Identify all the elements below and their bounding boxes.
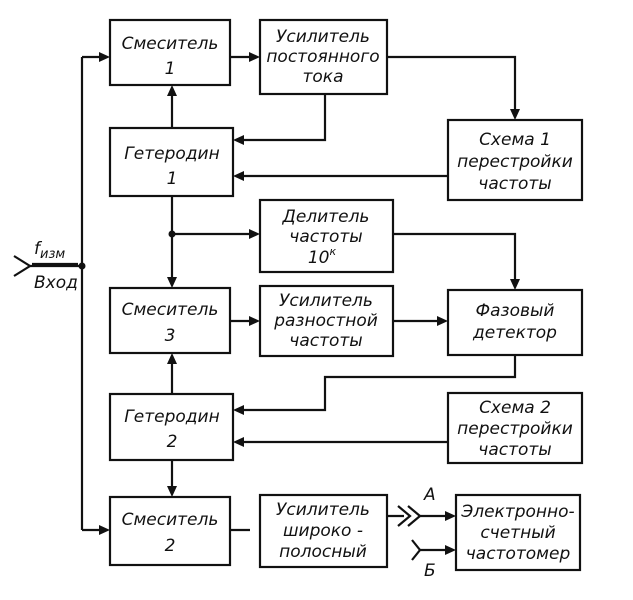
block-difference-amplifier: Усилитель разностной частоты bbox=[258, 284, 395, 358]
input-connector-icon bbox=[13, 255, 33, 277]
input-label: Вход bbox=[34, 273, 78, 293]
block-frequency-divider: Делитель частоты 10к bbox=[258, 198, 395, 274]
tuning1-line-1: Схема 1 bbox=[479, 130, 551, 150]
tuning2-line-3: частоты bbox=[478, 440, 551, 460]
block-tuning-circuit-2: Схема 2 перестройки частоты bbox=[446, 391, 584, 465]
counter-line-2: счетный bbox=[480, 523, 555, 543]
dcamp-line-1: Усилитель bbox=[276, 27, 370, 47]
wire-dcamp-to-tuning1 bbox=[387, 55, 517, 110]
mixer2-line-2: 2 bbox=[165, 536, 176, 556]
terminal-a-connector-icon bbox=[397, 505, 422, 527]
block-dc-amplifier: Усилитель постоянного тока bbox=[258, 18, 389, 96]
tuning2-line-2: перестройки bbox=[457, 419, 573, 439]
input-node-dot bbox=[78, 262, 86, 270]
dcamp-line-3: тока bbox=[303, 67, 344, 87]
arrow-into-heterodyne2-top bbox=[233, 405, 244, 415]
arrowheads bbox=[99, 52, 520, 555]
block-mixer-3: Смеситель 3 bbox=[108, 286, 232, 355]
diffamp-line-2: разностной bbox=[273, 311, 378, 331]
block-heterodyne-1: Гетеродин 1 bbox=[108, 126, 235, 198]
block-wideband-amplifier: Усилитель широко - полосный bbox=[258, 493, 389, 569]
tuning1-line-2: перестройки bbox=[457, 152, 573, 172]
dcamp-line-2: постоянного bbox=[266, 47, 379, 67]
arrow-into-phasedet-top bbox=[510, 279, 520, 290]
arrow-into-mixer1-from-heterodyne1 bbox=[167, 85, 177, 96]
diffamp-line-1: Усилитель bbox=[279, 291, 373, 311]
divider-line-1: Делитель bbox=[282, 207, 370, 227]
arrow-into-counter-a bbox=[445, 511, 456, 521]
arrow-into-tuning1 bbox=[510, 109, 520, 120]
arrow-into-dcamp bbox=[249, 52, 260, 62]
connection-wires bbox=[30, 55, 517, 552]
arrow-into-mixer1 bbox=[99, 52, 110, 62]
tuning2-line-1: Схема 2 bbox=[479, 398, 551, 418]
divider-line-2: частоты bbox=[289, 227, 362, 247]
block-mixer-1: Смеситель 1 bbox=[108, 18, 232, 87]
mixer2-line-1: Смеситель bbox=[122, 510, 219, 530]
heterodyne2-line-1: Гетеродин bbox=[124, 407, 219, 427]
arrow-into-counter-b bbox=[445, 545, 456, 555]
arrow-into-diffamp bbox=[249, 316, 260, 326]
heterodyne1-node-dot bbox=[168, 230, 176, 238]
diffamp-line-3: частоты bbox=[289, 331, 362, 351]
heterodyne2-line-2: 2 bbox=[167, 432, 178, 452]
phasedet-line-2: детектор bbox=[472, 323, 557, 343]
mixer3-line-1: Смеситель bbox=[122, 300, 219, 320]
heterodyne1-line-2: 1 bbox=[167, 169, 178, 189]
counter-line-1: Электронно- bbox=[460, 502, 574, 522]
mixer1-line-1: Смеситель bbox=[122, 34, 219, 54]
block-heterodyne-2: Гетеродин 2 bbox=[108, 392, 235, 462]
mixer3-line-2: 3 bbox=[165, 326, 176, 346]
wire-phasedet-to-heterodyne2 bbox=[244, 355, 517, 412]
arrow-into-phasedet-left bbox=[437, 316, 448, 326]
arrow-into-heterodyne2-bottom bbox=[233, 437, 244, 447]
arrow-into-divider bbox=[249, 229, 260, 239]
block-electronic-counter: Электронно- счетный частотомер bbox=[454, 493, 582, 572]
wbamp-line-3: полосный bbox=[279, 542, 367, 562]
wbamp-line-2: широко - bbox=[283, 521, 363, 541]
wire-divider-to-phasedet bbox=[393, 232, 517, 280]
block-phase-detector: Фазовый детектор bbox=[446, 288, 584, 357]
terminal-a-label: А bbox=[423, 485, 436, 505]
arrow-into-mixer3-from-heterodyne1 bbox=[167, 277, 177, 288]
wbamp-line-1: Усилитель bbox=[276, 500, 370, 520]
block-mixer-2: Смеситель 2 bbox=[108, 495, 232, 567]
wire-dcamp-to-heterodyne1 bbox=[244, 94, 327, 142]
phasedet-line-1: Фазовый bbox=[476, 301, 555, 321]
arrow-into-heterodyne1-bottom bbox=[233, 171, 244, 181]
heterodyne1-line-1: Гетеродин bbox=[124, 144, 219, 164]
tuning1-line-3: частоты bbox=[478, 174, 551, 194]
arrow-into-mixer2-from-heterodyne2 bbox=[167, 486, 177, 497]
mixer1-line-2: 1 bbox=[165, 59, 176, 79]
arrow-into-heterodyne1-top bbox=[233, 135, 244, 145]
input-frequency-symbol: fизм bbox=[34, 239, 65, 262]
block-tuning-circuit-1: Схема 1 перестройки частоты bbox=[446, 118, 584, 202]
terminal-b-connector-icon bbox=[411, 539, 422, 561]
counter-line-3: частотомер bbox=[466, 544, 571, 564]
terminal-b-label: Б bbox=[424, 561, 436, 581]
divider-ratio: 10к bbox=[308, 245, 337, 268]
arrow-into-mixer2 bbox=[99, 525, 110, 535]
arrow-into-mixer3-from-heterodyne2 bbox=[167, 353, 177, 364]
